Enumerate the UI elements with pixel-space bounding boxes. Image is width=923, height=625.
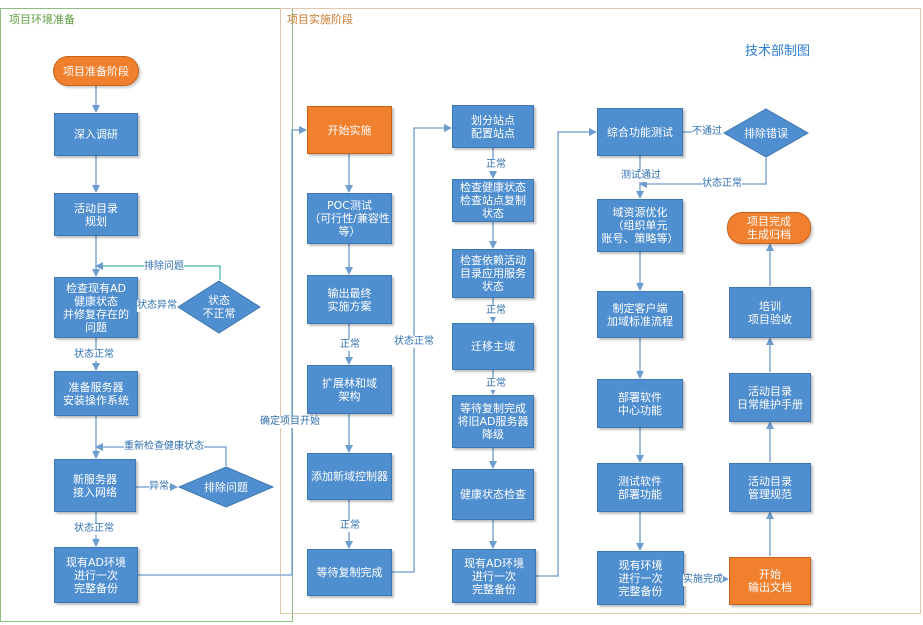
poc-test-node: POC测试 （可行性/兼容性 等） bbox=[307, 193, 392, 244]
prep-server-node: 准备服务器 安装操作系统 bbox=[54, 371, 138, 416]
final-plan-node: 输出最终 实施方案 bbox=[307, 275, 392, 324]
label-impl-done: 实施完成 bbox=[683, 574, 723, 586]
status-abnormal-text: 状态 不正常 bbox=[202, 294, 236, 320]
troubleshoot-2-text: 排除错误 bbox=[744, 126, 788, 140]
label-pass: 测试通过 bbox=[621, 170, 661, 182]
domain-optimize-node: 域资源优化 （组织单元 账号、策略等） bbox=[597, 199, 683, 252]
check-ad-node: 检查现有AD 健康状态 并修复存在的 问题 bbox=[54, 277, 138, 338]
add-dc-node: 添加新域控制器 bbox=[307, 453, 392, 500]
label-abnormal: 异常 bbox=[149, 481, 169, 493]
edge-wait-split bbox=[392, 124, 452, 573]
research-node: 深入调研 bbox=[54, 113, 138, 156]
edge-backup2-functest bbox=[536, 128, 597, 577]
health-check-node: 健康状态检查 bbox=[452, 469, 534, 520]
diagram-credit: 技术部制图 bbox=[745, 44, 811, 59]
label-normal-4: 正常 bbox=[340, 520, 360, 532]
wait-repl-1-node: 等待复制完成 bbox=[307, 549, 392, 596]
label-normal-6: 正常 bbox=[486, 305, 506, 317]
label-normal-1: 状态正常 bbox=[74, 349, 114, 361]
check-dep-app-node: 检查依赖活动 目录应用服务 状态 bbox=[452, 249, 534, 298]
wait-repl-demote-node: 等待复制完成 将旧AD服务器 降级 bbox=[452, 395, 534, 448]
label-confirm-start: 确定项目开始 bbox=[260, 416, 320, 428]
edge-fix-issue-back bbox=[95, 262, 221, 280]
deploy-center-node: 部署软件 中心功能 bbox=[597, 379, 683, 428]
func-test-node: 综合功能测试 bbox=[597, 108, 683, 156]
label-normal-7: 正常 bbox=[486, 378, 506, 390]
troubleshoot-2-diamond: 排除错误 bbox=[723, 108, 809, 158]
label-normal-3: 正常 bbox=[340, 339, 360, 351]
edge-trouble2-back bbox=[639, 158, 767, 188]
label-fix-issue: 排除问题 bbox=[144, 261, 184, 273]
ad-manual-node: 活动目录 日常维护手册 bbox=[729, 373, 811, 422]
label-recheck: 重新检查健康状态 bbox=[124, 441, 204, 453]
project-done-node: 项目完成 生成归档 bbox=[727, 212, 811, 244]
extend-forest-node: 扩展林和域 架构 bbox=[307, 365, 392, 414]
impl-panel: 项目实施阶段 bbox=[280, 8, 921, 614]
troubleshoot-1-text: 排除问题 bbox=[204, 480, 248, 494]
status-abnormal-diamond: 状态 不正常 bbox=[177, 280, 261, 334]
test-deploy-node: 测试软件 部署功能 bbox=[597, 463, 683, 512]
start-impl-node: 开始实施 bbox=[307, 106, 392, 154]
label-abnormal-state: 状态异常 bbox=[137, 300, 177, 312]
label-normal-state-mid: 状态正常 bbox=[394, 336, 434, 348]
full-backup-2-node: 现有AD环境 进行一次 完整备份 bbox=[452, 549, 536, 603]
edge-backup-startimpl bbox=[138, 126, 307, 576]
env-prep-title: 项目环境准备 bbox=[9, 13, 75, 26]
impl-title: 项目实施阶段 bbox=[287, 13, 353, 26]
prep-start-node: 项目准备阶段 bbox=[53, 56, 139, 86]
label-normal-state-right: 状态正常 bbox=[702, 178, 742, 190]
full-backup-3-node: 现有环境 进行一次 完整备份 bbox=[597, 551, 684, 605]
label-fail: 不通过 bbox=[692, 126, 722, 138]
ad-plan-node: 活动目录 规划 bbox=[54, 193, 138, 236]
label-normal-5: 正常 bbox=[486, 159, 506, 171]
new-server-net-node: 新服务器 接入网络 bbox=[54, 459, 136, 512]
client-join-node: 制定客户端 加域标准流程 bbox=[597, 291, 683, 338]
ad-mgmt-node: 活动目录 管理规范 bbox=[729, 463, 811, 512]
label-normal-2: 状态正常 bbox=[74, 523, 114, 535]
check-site-repl-node: 检查健康状态 检查站点复制 状态 bbox=[452, 179, 534, 222]
split-sites-node: 划分站点 配置站点 bbox=[452, 105, 534, 148]
start-docs-node: 开始 输出文档 bbox=[729, 557, 811, 605]
full-backup-1-node: 现有AD环境 进行一次 完整备份 bbox=[54, 547, 138, 603]
training-node: 培训 项目验收 bbox=[729, 287, 811, 338]
troubleshoot-1-diamond: 排除问题 bbox=[178, 466, 274, 508]
migrate-master-node: 迁移主域 bbox=[452, 323, 534, 370]
